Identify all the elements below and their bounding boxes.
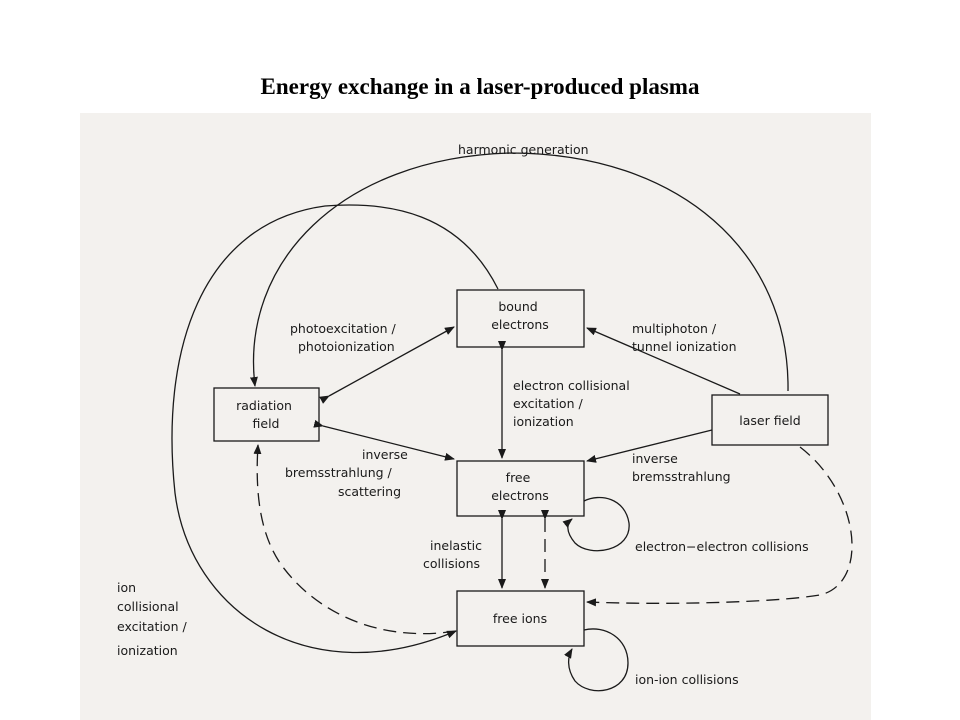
electron-electron-loop-arrow bbox=[562, 496, 630, 552]
ion-collisional-label: ion collisional excitation / ionization bbox=[117, 580, 191, 658]
radiation-field-box bbox=[213, 387, 320, 442]
ions-to-radiation-dashed-arrow bbox=[253, 444, 457, 635]
inverse-brems-arrow bbox=[586, 429, 713, 463]
laser-field-box bbox=[711, 394, 829, 446]
diagram-figure: bound electrons radiation field laser fi… bbox=[80, 113, 871, 720]
ion-collisional-arrow bbox=[171, 204, 499, 654]
bound-electrons-box bbox=[456, 289, 585, 348]
inverse-brems-label: inverse bremsstrahlung bbox=[632, 451, 731, 484]
harmonic-generation-label: harmonic generation bbox=[458, 142, 589, 157]
laser-to-ions-dashed-arrow bbox=[586, 446, 853, 607]
ion-ion-loop-arrow bbox=[564, 628, 629, 692]
laser-field-label: laser field bbox=[739, 413, 800, 428]
photoexcitation-arrow bbox=[319, 326, 455, 404]
free-ions-box bbox=[456, 590, 585, 647]
inverse-brems-scattering-label: inverse bremsstrahlung / scattering bbox=[285, 447, 412, 499]
electron-collisional-label: electron collisional excitation / ioniza… bbox=[513, 378, 634, 429]
free-electrons-label: free electrons bbox=[491, 470, 549, 503]
ion-ion-collisions-label: ion-ion collisions bbox=[635, 672, 739, 687]
multiphoton-arrow bbox=[586, 327, 741, 395]
photoexcitation-label: photoexcitation / photoionization bbox=[290, 321, 400, 354]
radiation-field-label: radiation field bbox=[236, 398, 296, 431]
harmonic-generation-arrow bbox=[249, 152, 789, 392]
inelastic-collisions-label: inelastic collisions bbox=[423, 538, 486, 571]
electron-electron-collisions-label: electron−electron collisions bbox=[635, 539, 809, 554]
energy-exchange-diagram: bound electrons radiation field laser fi… bbox=[117, 142, 853, 692]
page-title: Energy exchange in a laser-produced plas… bbox=[260, 74, 700, 99]
multiphoton-label: multiphoton / tunnel ionization bbox=[632, 321, 737, 354]
free-electrons-box bbox=[456, 460, 585, 517]
bound-electrons-label: bound electrons bbox=[491, 299, 549, 332]
inverse-brems-scattering-arrow bbox=[313, 419, 455, 461]
free-ions-label: free ions bbox=[493, 611, 547, 626]
